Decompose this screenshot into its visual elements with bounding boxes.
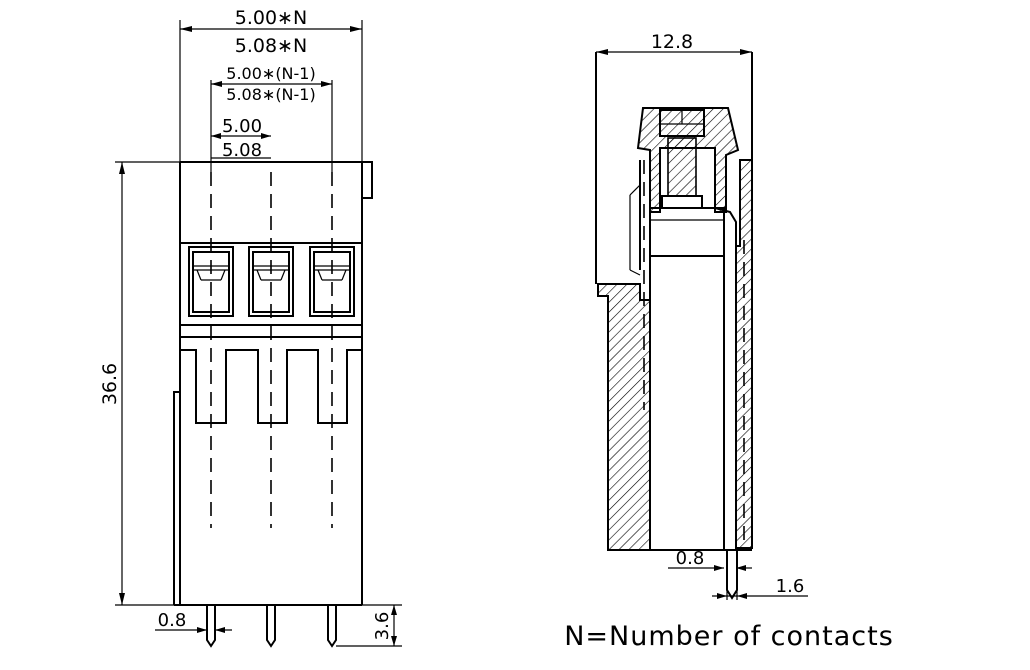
dim-label-pitch-500: 5.00 xyxy=(222,116,262,137)
dim-wall: 0.8 xyxy=(668,548,752,571)
front-center-lines xyxy=(210,172,333,528)
dim-label-height: 36.6 xyxy=(99,363,121,405)
side-left-wall xyxy=(597,283,651,551)
side-center-lines xyxy=(643,160,745,540)
dim-height: 36.6 xyxy=(99,161,180,606)
side-view: 12.8 0.8 1.6 xyxy=(595,31,808,600)
dim-label-pitch-508: 5.08 xyxy=(222,140,262,161)
note-text: N=Number of contacts xyxy=(564,621,894,652)
dim-label-wall: 0.8 xyxy=(676,548,705,569)
dim-offset: 1.6 xyxy=(712,576,808,600)
dim-label-pin-width: 0.8 xyxy=(158,610,187,631)
dim-inner-width: 5.00∗(N-1) 5.08∗(N-1) xyxy=(210,64,333,172)
front-view: 5.00∗N 5.08∗N 5.00∗(N-1) 5.08∗(N-1) 5.00… xyxy=(99,7,402,648)
side-pin xyxy=(726,550,738,600)
dim-pin-length: 3.6 xyxy=(336,604,402,647)
dim-label-total-500: 5.00∗N xyxy=(235,7,307,29)
dim-depth: 12.8 xyxy=(596,31,752,55)
dim-label-total-508: 5.08∗N xyxy=(235,35,307,57)
front-lower-slots xyxy=(180,349,362,424)
dim-label-inner-500: 5.00∗(N-1) xyxy=(226,64,315,83)
side-screw xyxy=(659,109,705,209)
dim-label-offset: 1.6 xyxy=(776,576,805,597)
front-pins xyxy=(206,605,337,648)
side-body-lines xyxy=(595,52,753,551)
dim-pitch: 5.00 5.08 xyxy=(211,116,271,161)
dim-total-width: 5.00∗N 5.08∗N xyxy=(179,7,363,162)
front-housing-outline xyxy=(173,161,373,606)
dim-label-depth: 12.8 xyxy=(651,31,693,53)
dim-pin-width: 0.8 xyxy=(155,610,232,633)
dim-label-inner-508: 5.08∗(N-1) xyxy=(226,85,315,104)
dim-label-pin-length: 3.6 xyxy=(372,612,393,641)
side-clamp xyxy=(649,207,737,257)
side-top-cap xyxy=(636,107,740,213)
